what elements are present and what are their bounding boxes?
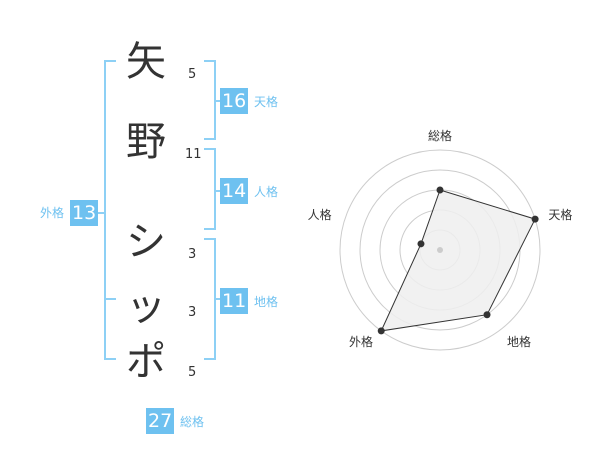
gaikaku-value: 13 — [70, 200, 99, 226]
radar-axis-label-2: 天格 — [548, 207, 572, 222]
radar-point-4 — [377, 327, 385, 335]
chikaku-bracket — [204, 238, 216, 360]
soukaku-value: 27 — [146, 408, 175, 434]
gaikaku-mid-tick — [94, 212, 104, 214]
gaikaku-label: 外格 — [40, 206, 65, 220]
radar-ring-5 — [339, 149, 541, 351]
radar-axis-label-1: 総格 — [428, 128, 452, 143]
radar-point-1 — [436, 186, 444, 194]
tenkaku-bracket — [204, 60, 216, 140]
radar-point-3 — [483, 311, 491, 319]
jinkaku-tick — [216, 190, 222, 192]
radar-center-dot — [437, 247, 443, 253]
jinkaku-bracket — [204, 148, 216, 230]
radar-data-polygon — [380, 189, 536, 332]
chikaku-label: 地格 — [254, 295, 279, 309]
jinkaku-label: 人格 — [254, 185, 279, 199]
radar-data-points — [377, 186, 539, 335]
stroke-count-1: 5 — [188, 67, 197, 82]
tenkaku-label: 天格 — [254, 95, 279, 109]
radar-axis-label-3: 地格 — [507, 334, 531, 349]
radar-axis-label-4: 外格 — [349, 334, 373, 349]
soukaku-label: 総格 — [180, 415, 205, 429]
radar-point-5 — [417, 240, 425, 248]
chikaku-value: 11 — [220, 288, 249, 314]
name-char-2: 野 — [126, 119, 166, 165]
stroke-count-4: 3 — [188, 305, 197, 320]
stroke-count-5: 5 — [188, 365, 197, 380]
tenkaku-tick — [216, 100, 222, 102]
inner-divider-tick — [104, 298, 116, 300]
name-char-3: シ — [126, 219, 166, 265]
chikaku-tick — [216, 298, 222, 300]
jinkaku-value: 14 — [220, 178, 249, 204]
name-char-5: ポ — [126, 339, 166, 385]
radar-point-2 — [531, 215, 539, 223]
tenkaku-value: 16 — [220, 88, 249, 114]
gaikaku-bracket — [104, 60, 116, 360]
radar-axis-label-5: 人格 — [308, 207, 332, 222]
name-char-4: ッ — [126, 284, 166, 330]
stroke-count-2: 11 — [185, 147, 202, 162]
stroke-count-3: 3 — [188, 247, 197, 262]
name-char-1: 矢 — [126, 39, 166, 85]
